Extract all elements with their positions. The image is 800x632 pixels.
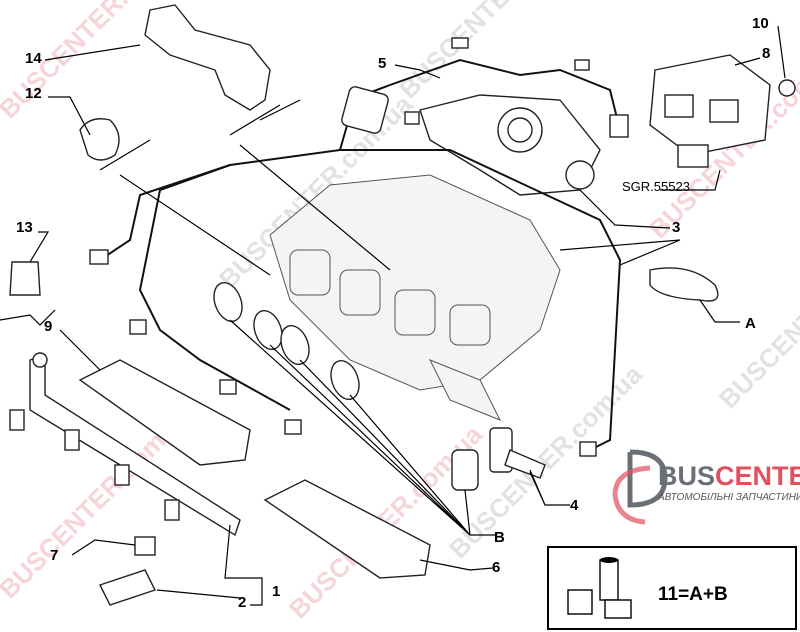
- seal-pack-icon: [604, 599, 632, 619]
- bracket: [144, 4, 271, 111]
- callout-13: 13: [16, 219, 33, 236]
- connector: [677, 144, 709, 168]
- watermark: BUSCENTER.com.ua: [393, 0, 598, 104]
- callout-2: 2: [238, 594, 246, 611]
- cover-upper: [78, 359, 251, 466]
- control-unit: [649, 54, 771, 156]
- retaining-clip: [134, 536, 156, 556]
- cap: [9, 261, 41, 296]
- hose-clip: [79, 118, 120, 161]
- logo-center: CENTER: [715, 461, 800, 491]
- callout-7: 7: [50, 547, 58, 564]
- kit-box: 11=A+B: [547, 546, 797, 630]
- logo-subtitle: АВТОМОБІЛЬНІ ЗАПЧАСТИНИ: [657, 492, 800, 503]
- reference-code: SGR.55523: [622, 179, 690, 194]
- gasket-pack-icon: [567, 589, 593, 615]
- gasket-a: [649, 267, 719, 302]
- cover-lower: [263, 479, 431, 579]
- watermark: BUSCENTER.com.ua: [713, 209, 800, 414]
- throttle-body: [419, 94, 601, 196]
- callout-9: 9: [44, 318, 52, 335]
- callout-b: B: [494, 529, 505, 546]
- callout-6: 6: [492, 559, 500, 576]
- wiring-harness: [89, 37, 629, 457]
- sensor: [489, 427, 546, 479]
- buscenter-logo: BUSCENTER АВТОМОБІЛЬНІ ЗАПЧАСТИНИ: [612, 449, 800, 525]
- callout-14: 14: [25, 50, 42, 67]
- fuel-rail: [9, 352, 241, 537]
- injector: [99, 569, 156, 606]
- logo-bus: BUS: [658, 461, 715, 491]
- leader-lines: [0, 25, 786, 606]
- intake-manifold: [269, 174, 561, 421]
- gaskets-b: [213, 281, 479, 491]
- callout-10: 10: [752, 15, 769, 32]
- callout-8: 8: [762, 45, 770, 62]
- tube-cap-icon: [600, 557, 618, 563]
- callout-4: 4: [570, 497, 579, 514]
- callout-3: 3: [672, 219, 680, 236]
- callout-a: A: [745, 315, 756, 332]
- svg-text:BUSCENTER: BUSCENTER: [658, 461, 800, 491]
- kit-formula: 11=A+B: [658, 584, 728, 605]
- callout-12: 12: [25, 85, 42, 102]
- callout-5: 5: [378, 55, 386, 72]
- sealant-tube-icon: [599, 559, 619, 601]
- nut: [778, 79, 796, 97]
- callout-1: 1: [272, 583, 280, 600]
